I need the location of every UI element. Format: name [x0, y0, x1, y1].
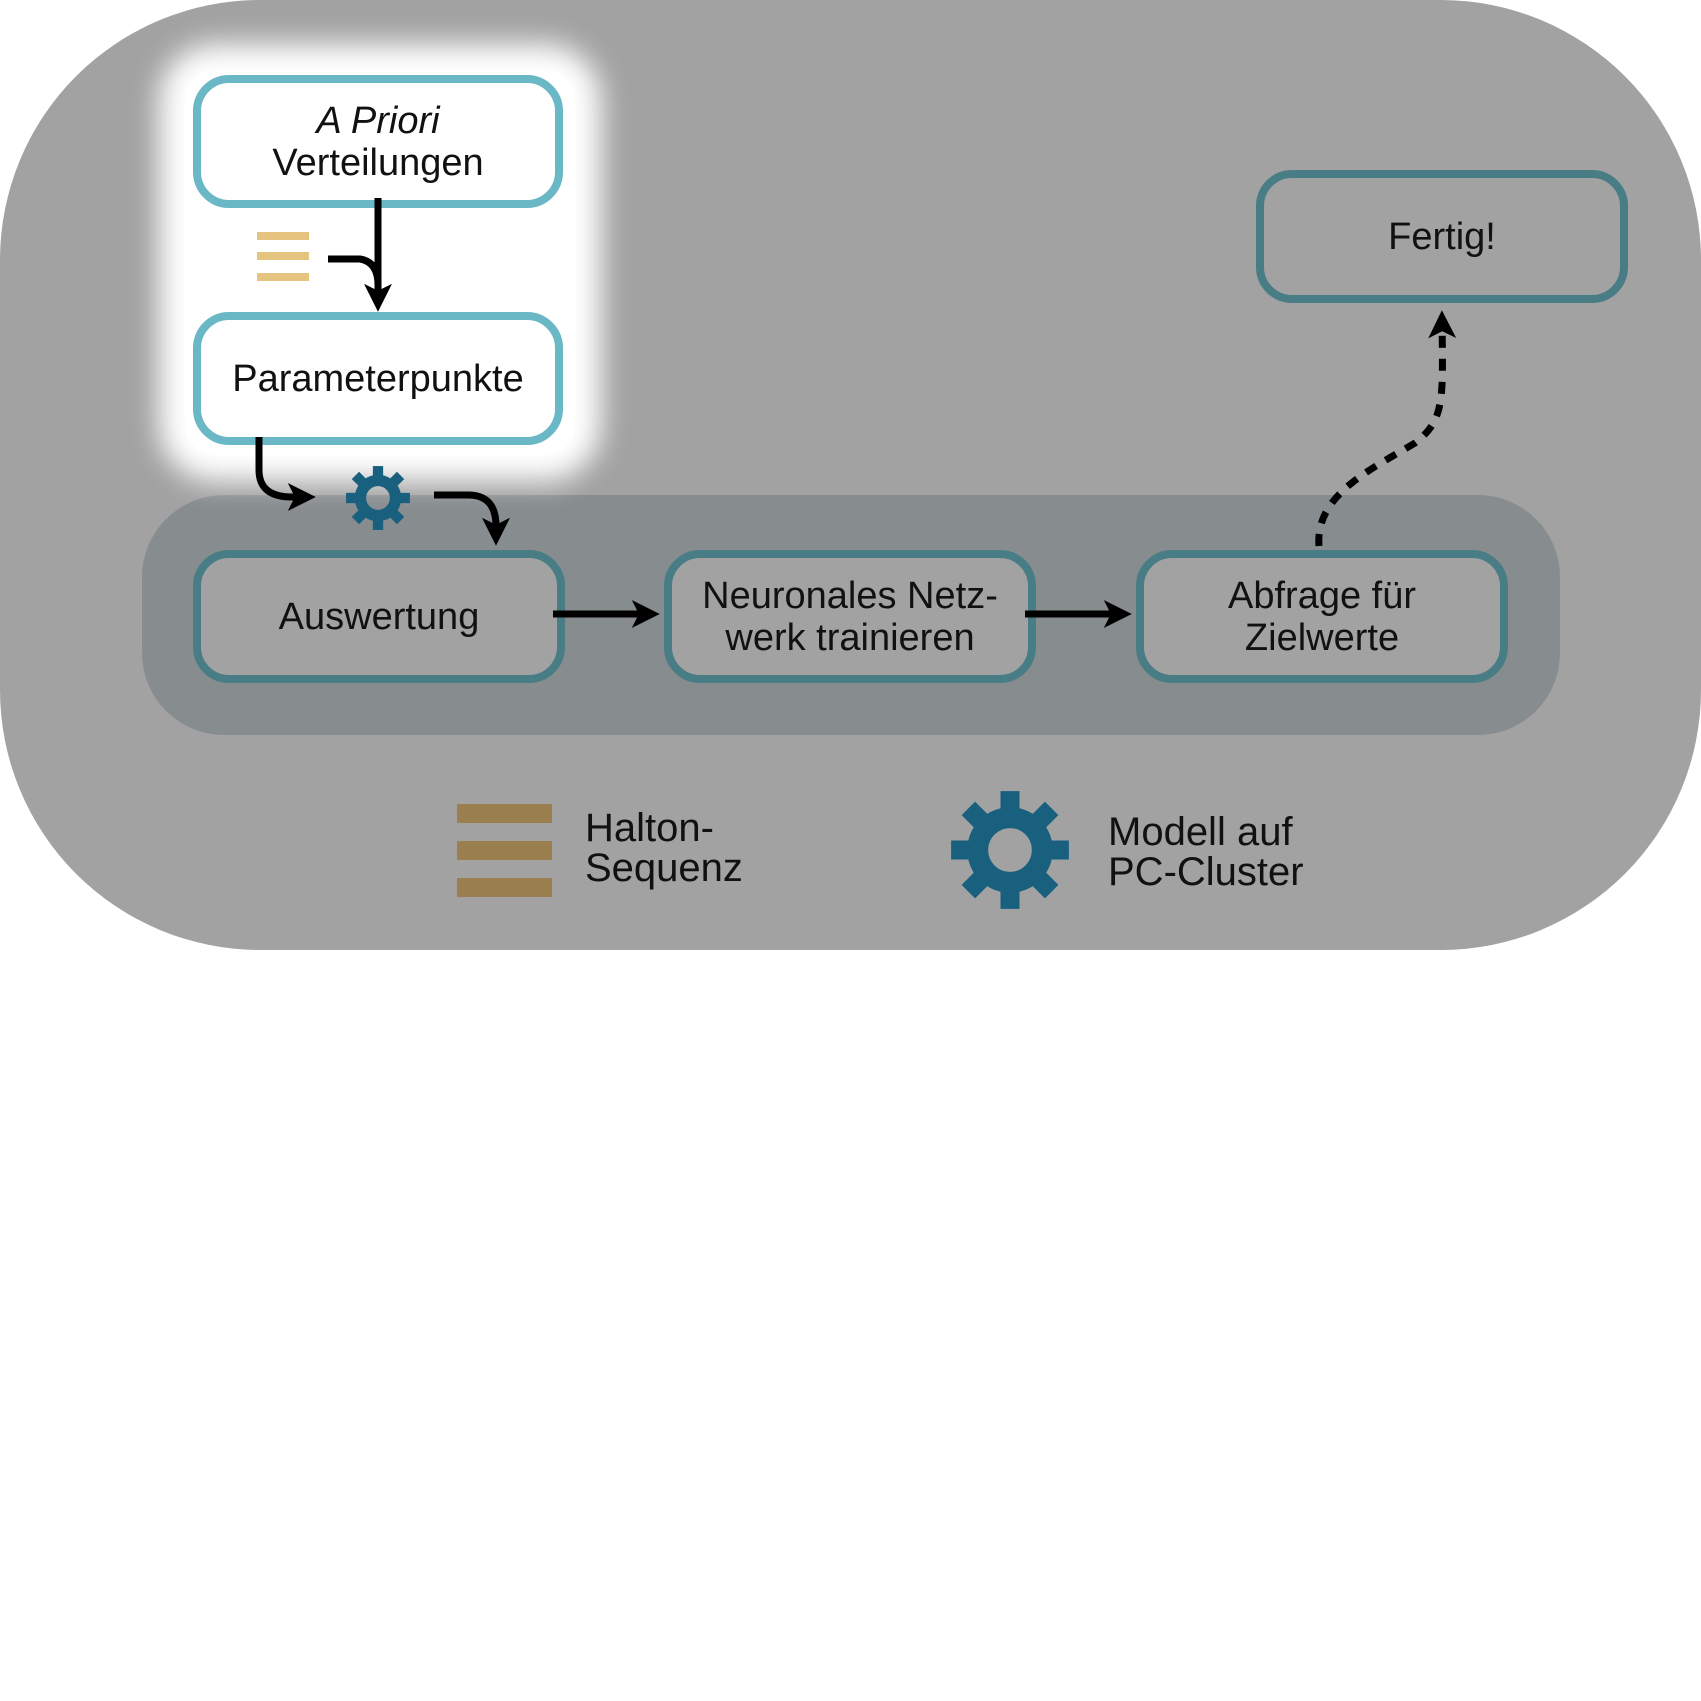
node-label-line1: Neuronales Netz-	[702, 574, 998, 617]
legend-halton-icon	[457, 804, 552, 897]
legend-label-line2: PC-Cluster	[1108, 850, 1304, 894]
node-label-line2: Verteilungen	[272, 141, 484, 184]
edge-cluster-to-auswertung	[434, 491, 510, 546]
node-label: Parameterpunkte	[232, 357, 524, 400]
node-neuronales-netz: Neuronales Netz- werk trainieren	[664, 550, 1036, 683]
node-abfrage-zielwerte: Abfrage für Zielwerte	[1136, 550, 1508, 683]
legend-label-line2: Sequenz	[585, 846, 743, 890]
halton-sequence-icon	[257, 232, 309, 281]
node-label-line1: Abfrage für	[1228, 574, 1416, 617]
edge-halton-feed	[328, 255, 382, 286]
node-label-line1: A Priori	[316, 99, 440, 142]
legend-label-line1: Modell auf	[1108, 810, 1293, 854]
node-label: Fertig!	[1388, 215, 1496, 258]
gear-icon	[346, 466, 410, 530]
legend-label-line1: Halton-	[585, 806, 714, 850]
legend-gear-icon	[951, 791, 1069, 909]
legend-halton-label: Halton- Sequenz	[585, 808, 743, 888]
node-fertig: Fertig!	[1256, 170, 1628, 303]
node-label: Auswertung	[278, 595, 480, 638]
node-parameterpunkte: Parameterpunkte	[193, 312, 563, 445]
node-label-line2: werk trainieren	[725, 616, 975, 659]
edge-abfrage-to-fertig	[1315, 310, 1457, 547]
node-label-line2: Zielwerte	[1244, 616, 1400, 659]
edge-parameter-to-cluster	[255, 437, 316, 511]
legend-cluster-label: Modell auf PC-Cluster	[1108, 812, 1304, 892]
